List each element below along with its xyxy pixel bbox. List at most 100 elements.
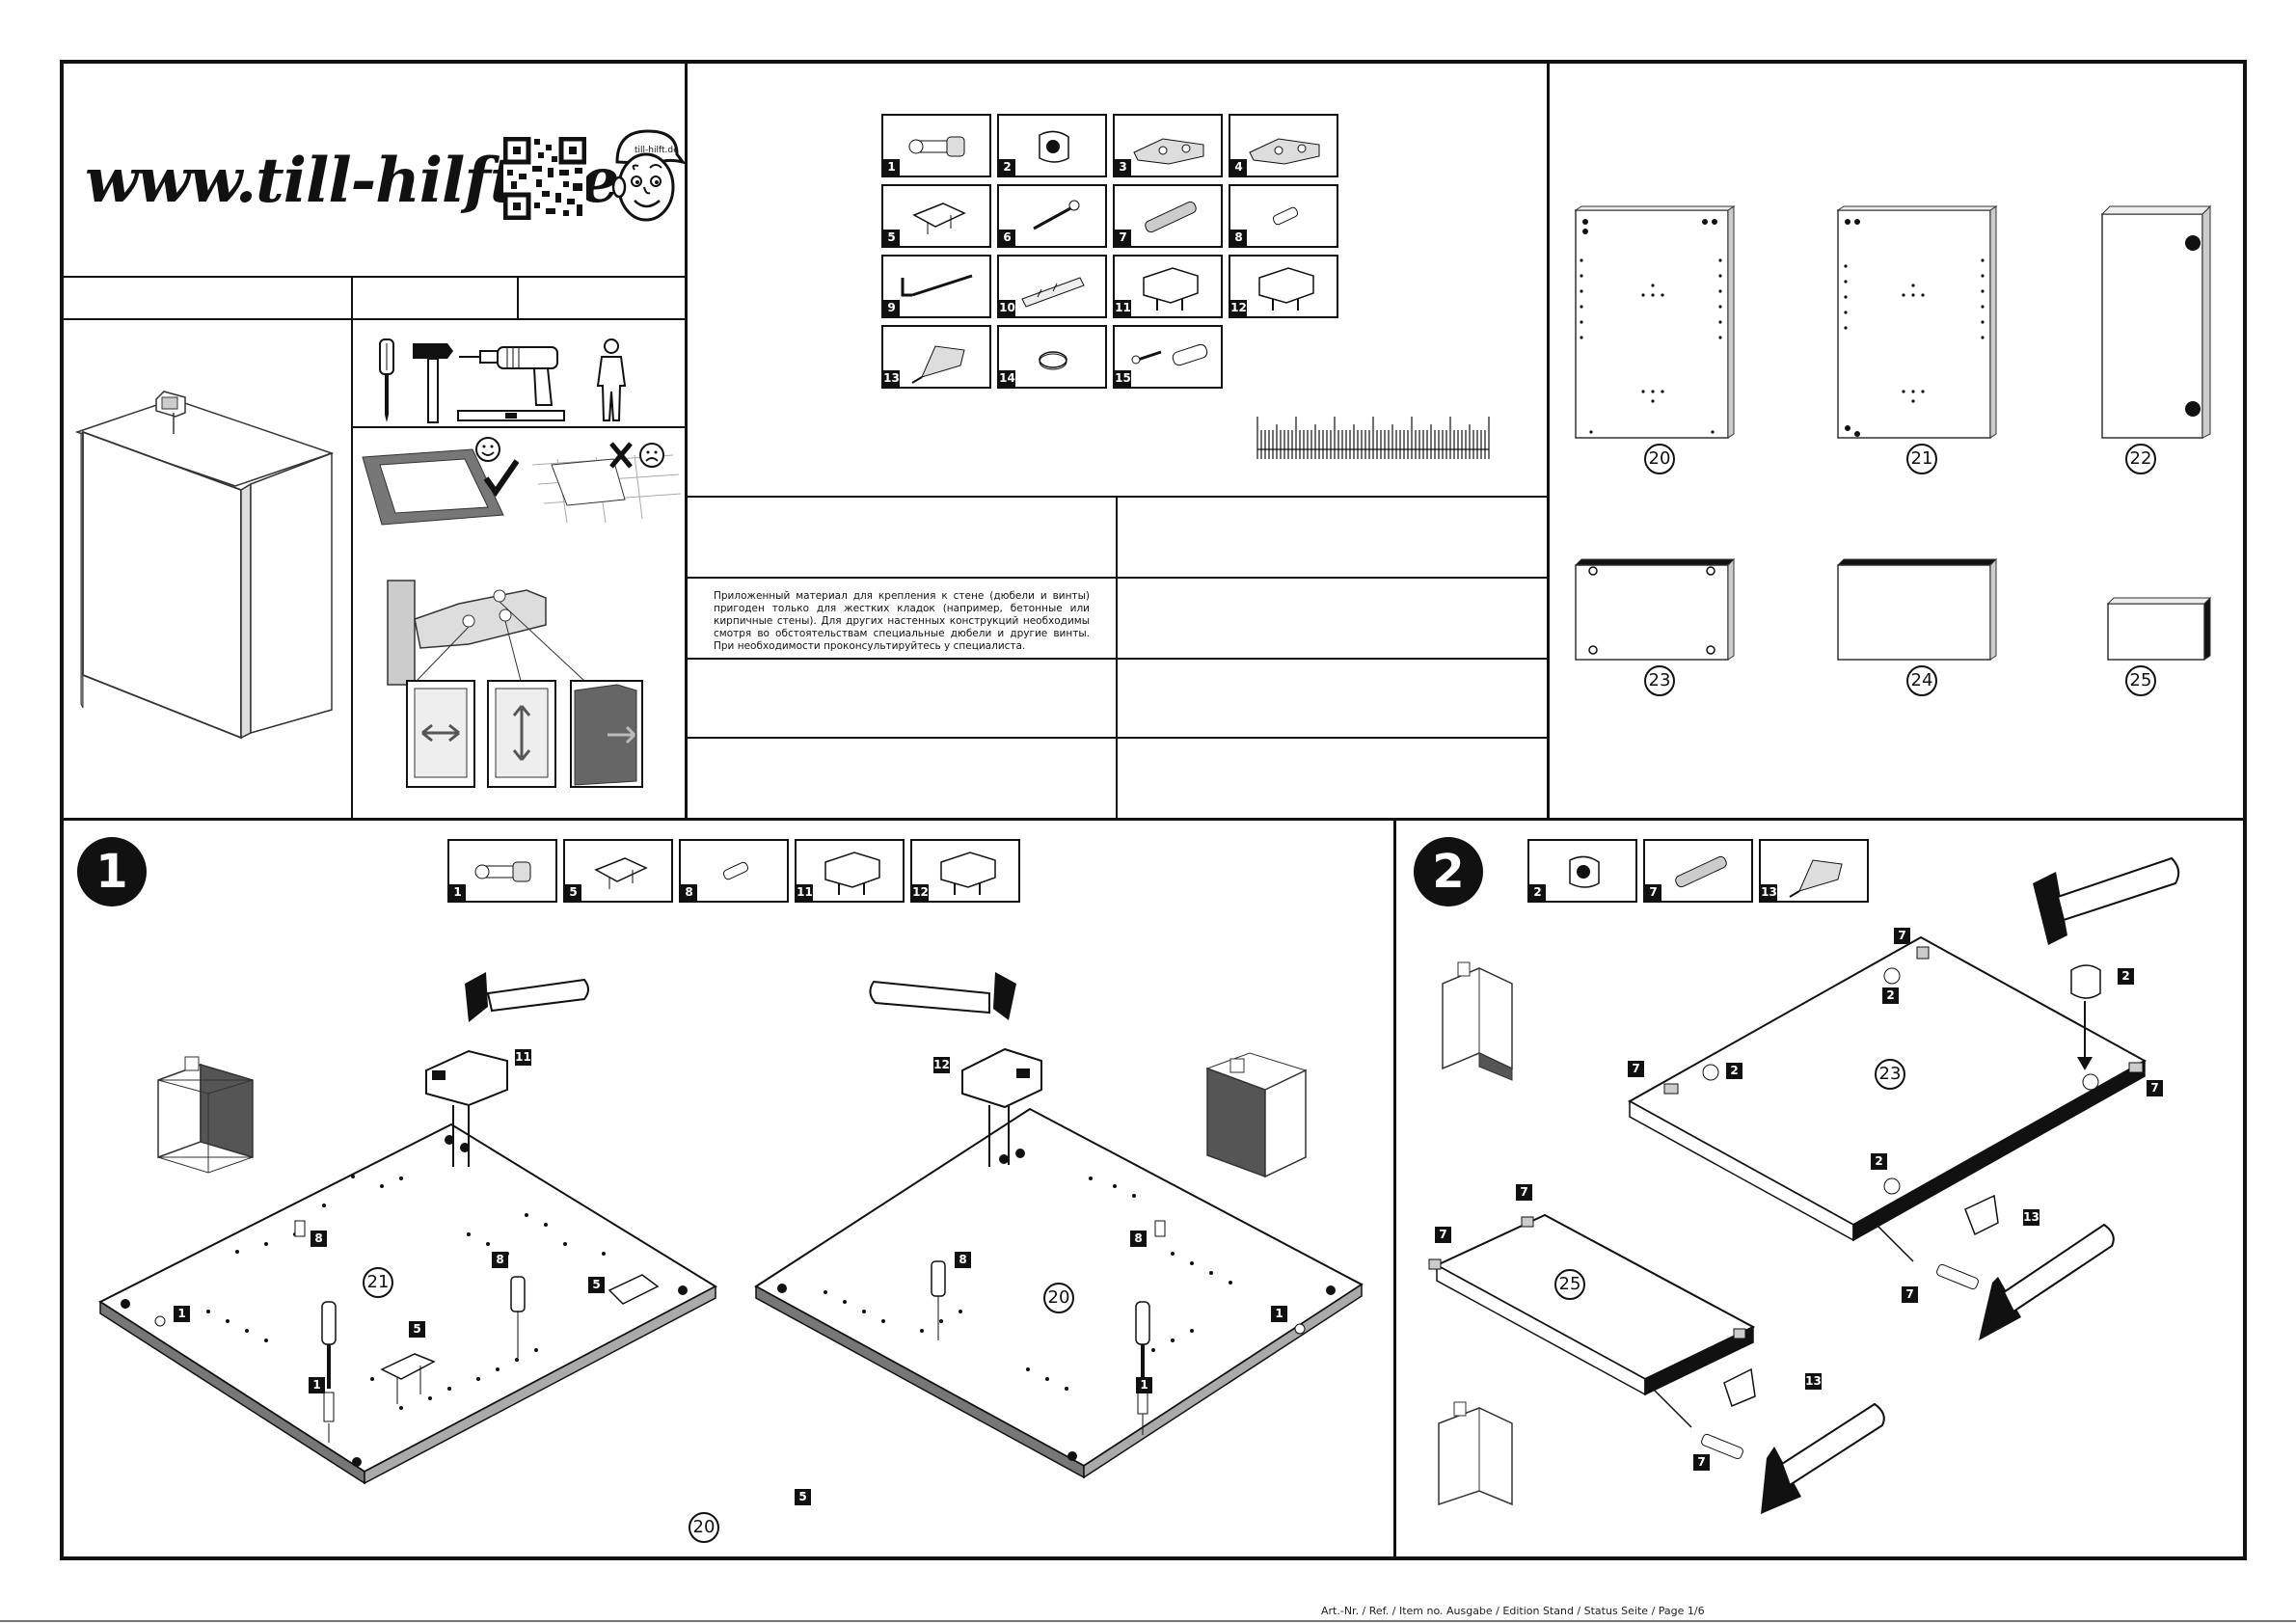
step-2-board-25: 25 bbox=[1554, 1269, 1585, 1300]
divider-col-2 bbox=[1547, 60, 1550, 820]
measurement-ruler bbox=[1256, 417, 1490, 459]
screw-with-dowel-icon bbox=[908, 136, 965, 157]
shelf-pin-icon bbox=[722, 861, 749, 880]
hardware-part-13: 13 bbox=[881, 325, 991, 389]
hardware-part-6: 6 bbox=[997, 184, 1107, 248]
screw-icon bbox=[1033, 200, 1080, 230]
glue-tube-icon bbox=[911, 345, 965, 384]
mascot-cap-text: till-hilft.de bbox=[635, 146, 679, 155]
divider-col-1 bbox=[685, 60, 688, 820]
step-2-callout-7-g: 7 bbox=[1693, 1454, 1710, 1471]
step-2-number: 2 bbox=[1414, 837, 1483, 906]
step-2-callout-7-c: 7 bbox=[2147, 1080, 2163, 1096]
part-number: 8 bbox=[681, 884, 697, 901]
part-number: 15 bbox=[1115, 370, 1131, 387]
cam-lock-icon bbox=[1569, 855, 1600, 888]
step-2-callout-7-f: 7 bbox=[1902, 1286, 1918, 1303]
part-number: 12 bbox=[912, 884, 929, 901]
hanging-bracket-icon bbox=[824, 852, 880, 895]
frame-top bbox=[60, 60, 2247, 64]
hardware-part-2: 2 bbox=[997, 114, 1107, 177]
part-number: 1 bbox=[449, 884, 466, 901]
step-1-part-1: 1 bbox=[447, 839, 557, 903]
step-1-callout-5-c: 5 bbox=[795, 1489, 811, 1505]
step-2-board-23: 23 bbox=[1875, 1059, 1905, 1090]
step-1-callout-8-a: 8 bbox=[311, 1231, 327, 1247]
protective-surface-ok-drawing bbox=[362, 437, 519, 526]
step-1-board-20-bottom: 20 bbox=[689, 1512, 719, 1543]
panel-24-drawing bbox=[1836, 557, 1998, 661]
step-1-part-12: 12 bbox=[910, 839, 1020, 903]
wall-mount-notice: Приложенный материал для крепления к сте… bbox=[714, 590, 1090, 652]
panel-label-20: 20 bbox=[1644, 444, 1675, 474]
hardware-part-1: 1 bbox=[881, 114, 991, 177]
panel-21-drawing bbox=[1836, 205, 1998, 439]
part-number: 6 bbox=[999, 230, 1015, 246]
wooden-dowel-icon bbox=[1145, 201, 1197, 233]
part-number: 14 bbox=[999, 370, 1015, 387]
hanging-bracket-icon bbox=[1143, 267, 1199, 311]
step-1-part-5: 5 bbox=[563, 839, 673, 903]
step-2-callout-7-a: 7 bbox=[1894, 928, 1910, 944]
part-number: 11 bbox=[1115, 300, 1131, 316]
part-number: 7 bbox=[1645, 884, 1661, 901]
step-1-callout-8-d: 8 bbox=[1130, 1231, 1147, 1247]
header-col-line-1 bbox=[351, 276, 353, 820]
step-1-callout-1-b: 1 bbox=[309, 1377, 325, 1393]
hardware-part-10: 10 bbox=[997, 255, 1107, 318]
hammer-icon bbox=[413, 343, 453, 423]
panel-23-drawing bbox=[1574, 557, 1736, 661]
part-number: 9 bbox=[883, 300, 900, 316]
footer-line bbox=[0, 1620, 2296, 1622]
part-number: 5 bbox=[883, 230, 900, 246]
hard-floor-not-ok-drawing bbox=[531, 442, 682, 524]
part-number: 13 bbox=[1761, 884, 1777, 901]
divider-step bbox=[1393, 820, 1396, 1558]
hardware-part-7: 7 bbox=[1113, 184, 1223, 248]
step-1-board-20-right: 20 bbox=[1043, 1283, 1074, 1313]
step-1-callout-8-c: 8 bbox=[955, 1252, 971, 1268]
part-number: 13 bbox=[883, 370, 900, 387]
tools-row-line bbox=[351, 426, 687, 428]
step-2-callout-7-e: 7 bbox=[1435, 1227, 1451, 1243]
panel-20-drawing bbox=[1574, 205, 1736, 439]
step-2-callout-7-d: 7 bbox=[1516, 1184, 1532, 1201]
step-1-callout-1-a: 1 bbox=[174, 1306, 190, 1322]
hook-screw-icon bbox=[901, 274, 973, 297]
panel-label-21: 21 bbox=[1906, 444, 1937, 474]
wooden-dowel-icon bbox=[1675, 855, 1727, 888]
hinge-icon bbox=[1133, 138, 1204, 165]
hardware-part-9: 9 bbox=[881, 255, 991, 318]
step-1-callout-5-a: 5 bbox=[588, 1277, 605, 1293]
step-1-callout-8-b: 8 bbox=[492, 1252, 508, 1268]
part-number: 5 bbox=[565, 884, 581, 901]
panel-25-drawing bbox=[2106, 596, 2212, 661]
mounting-plate-icon bbox=[912, 203, 966, 234]
step-1-board-21: 21 bbox=[363, 1267, 393, 1298]
hardware-part-5: 5 bbox=[881, 184, 991, 248]
hardware-part-4: 4 bbox=[1229, 114, 1338, 177]
step-1-number: 1 bbox=[77, 837, 147, 906]
step-2-part-7: 7 bbox=[1643, 839, 1753, 903]
boy-with-cap-icon: till-hilft.de bbox=[611, 129, 685, 222]
mounting-plate-icon bbox=[594, 857, 648, 889]
hardware-part-15: 15 bbox=[1113, 325, 1223, 389]
frame-bottom bbox=[60, 1556, 2247, 1560]
part-number: 2 bbox=[999, 159, 1015, 176]
header-col-line-2 bbox=[517, 276, 519, 318]
panel-label-24: 24 bbox=[1906, 665, 1937, 696]
hardware-part-3: 3 bbox=[1113, 114, 1223, 177]
step-1-callout-1-d: 1 bbox=[1271, 1306, 1287, 1322]
spirit-level-icon bbox=[457, 410, 565, 421]
panel-label-25: 25 bbox=[2125, 665, 2156, 696]
footer-info: Art.-Nr. / Ref. / Item no. Ausgabe / Edi… bbox=[1321, 1605, 1705, 1617]
hardware-part-8: 8 bbox=[1229, 184, 1338, 248]
step-1-callout-5-b: 5 bbox=[409, 1321, 425, 1338]
hanging-bracket-icon bbox=[1258, 267, 1314, 311]
part-number: 10 bbox=[999, 300, 1015, 316]
shelf-pin-icon bbox=[1272, 206, 1299, 226]
step-1-part-8: 8 bbox=[679, 839, 789, 903]
qr-code-icon bbox=[503, 137, 586, 220]
step-2-callout-13-b: 13 bbox=[1805, 1373, 1822, 1390]
step-2-callout-2-c: 2 bbox=[1726, 1063, 1742, 1079]
